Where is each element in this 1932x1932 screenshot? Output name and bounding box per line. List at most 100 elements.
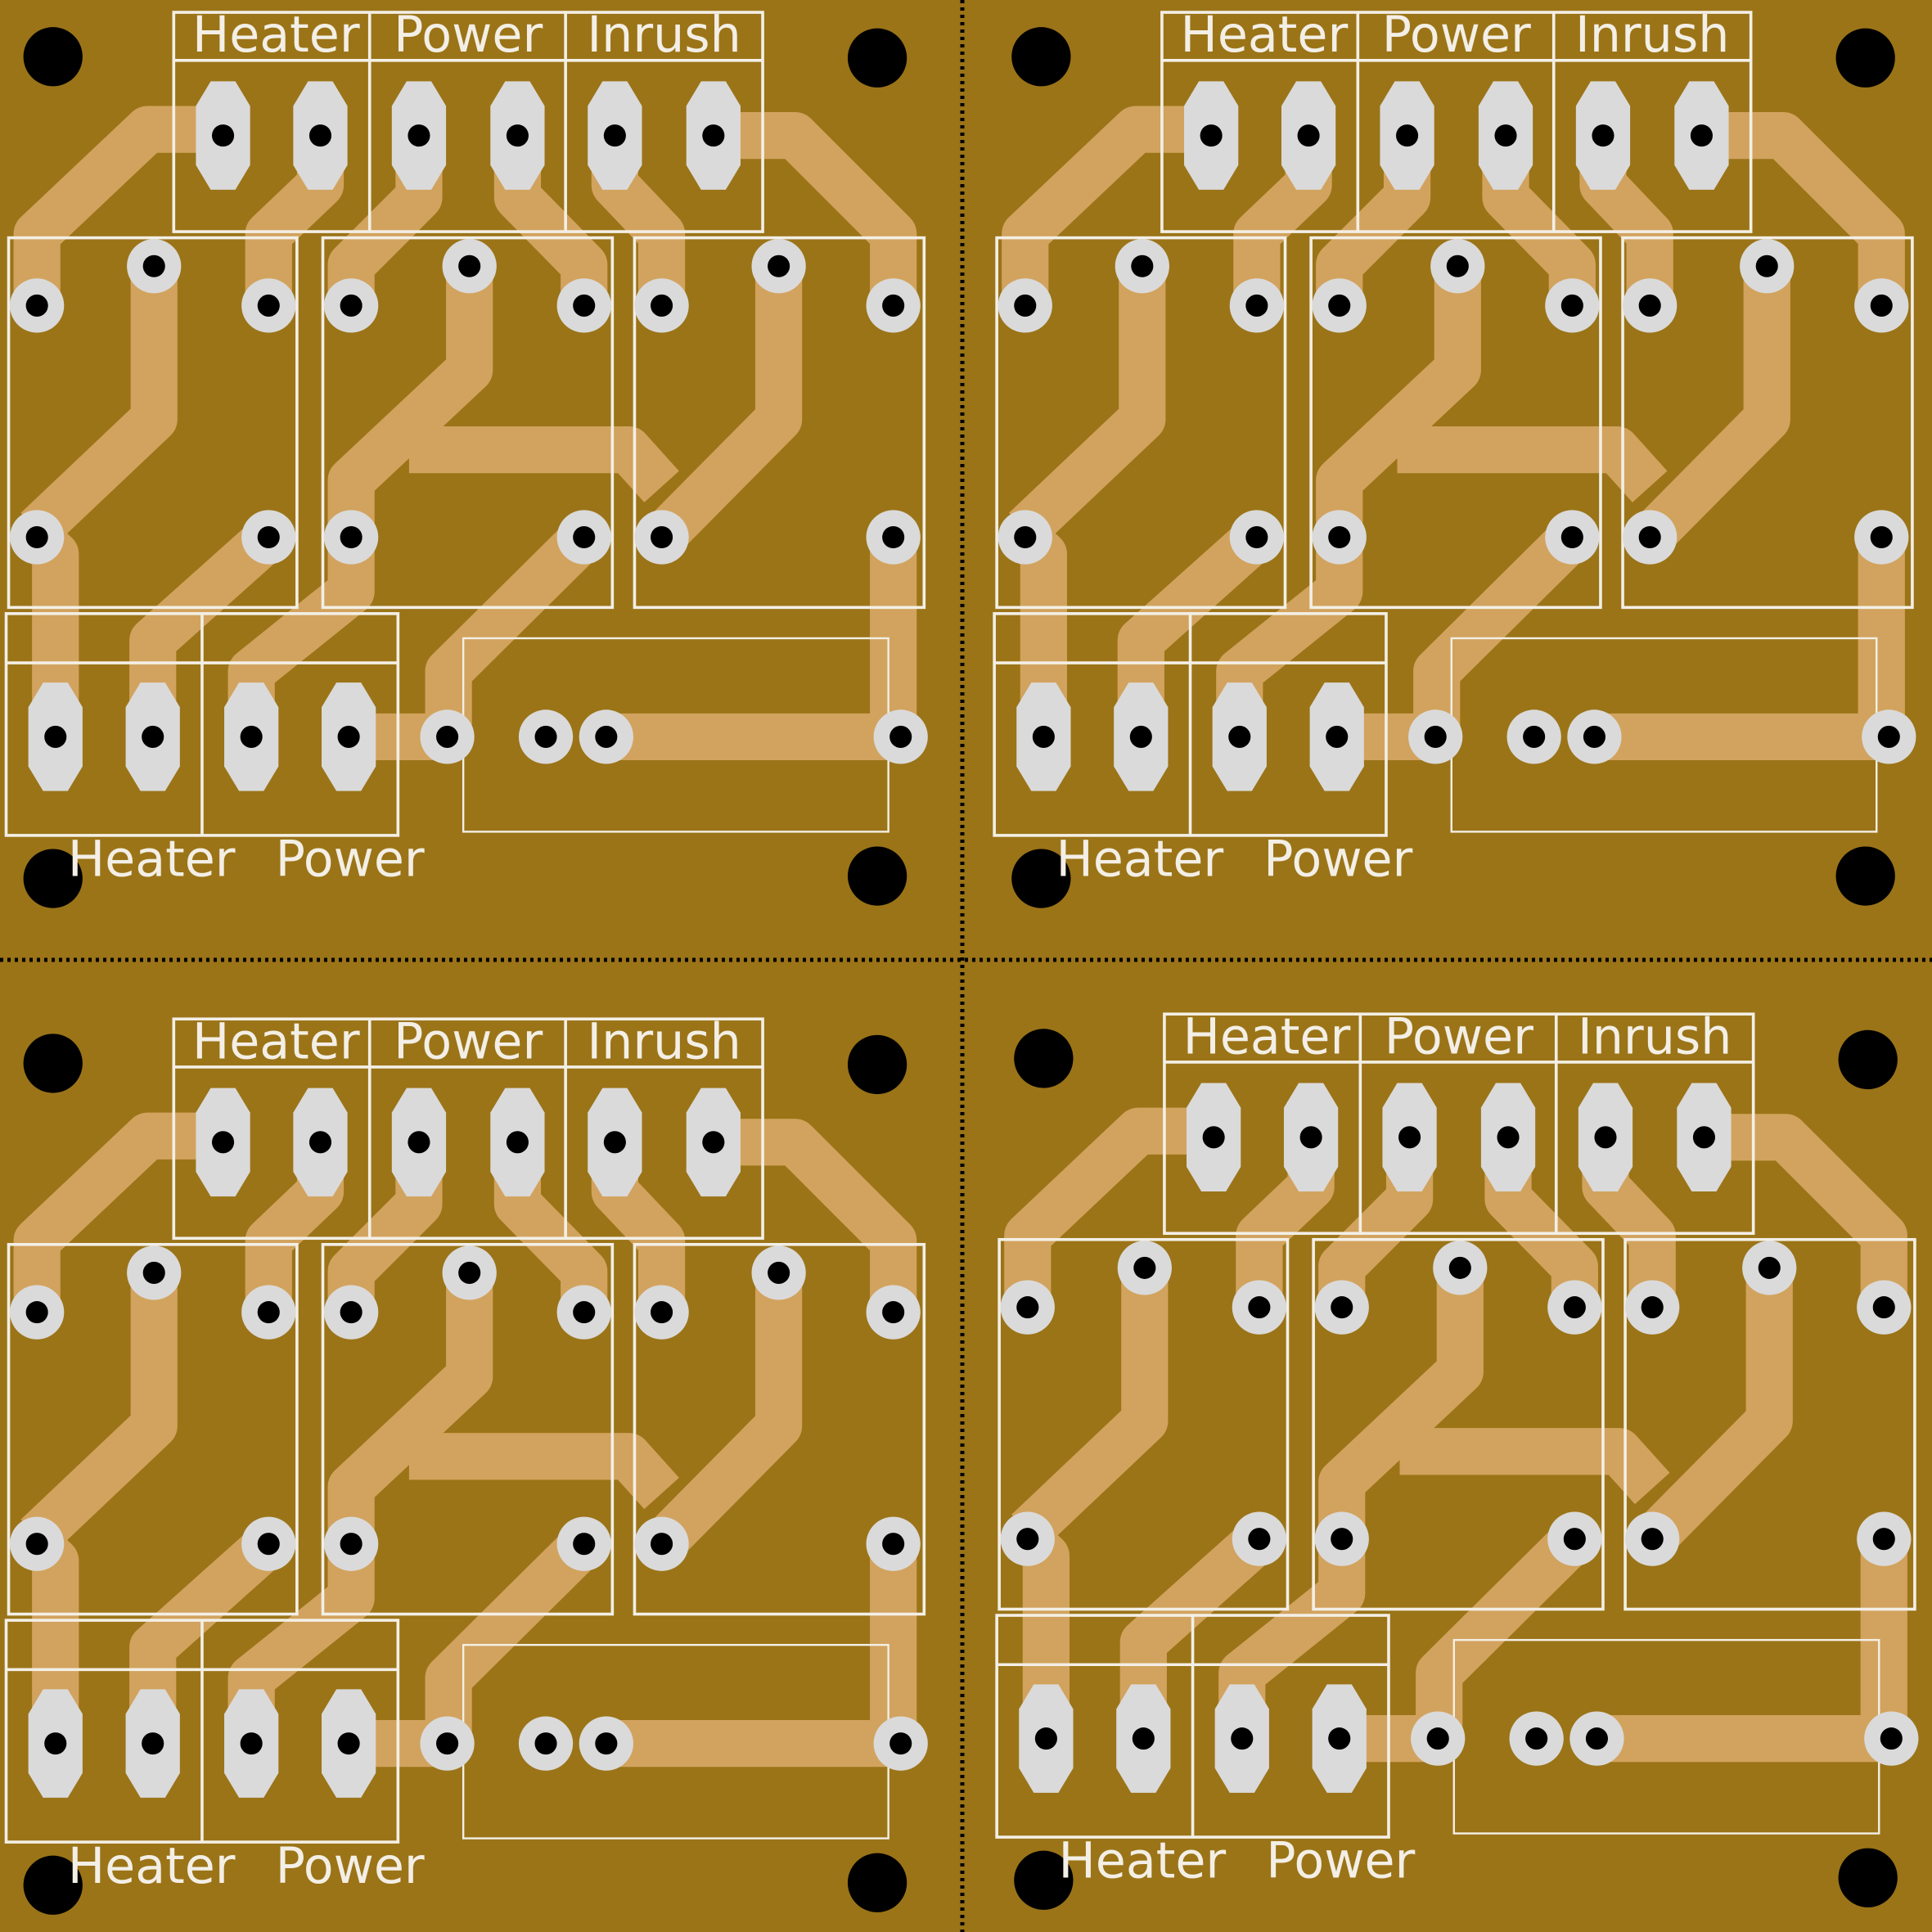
pad-drill-hole — [257, 294, 280, 317]
pad-drill-hole — [142, 725, 164, 748]
terminal-label-power: Power — [1382, 7, 1531, 64]
pad-drill-hole — [436, 725, 459, 748]
pad-drill-hole — [257, 525, 280, 549]
pad-drill-hole — [1872, 1296, 1895, 1319]
copper-trace — [1397, 426, 1668, 502]
copper-trace — [408, 1433, 679, 1510]
pad-drill-hole — [573, 294, 596, 317]
copper-trace — [1635, 1266, 1793, 1556]
pad-drill-hole — [337, 1732, 360, 1755]
terminal-label-power: Power — [394, 7, 543, 64]
mounting-hole — [23, 849, 83, 908]
terminal-label-inrush: Inrush — [587, 7, 741, 64]
pad-drill-hole — [1426, 1727, 1449, 1750]
mounting-hole — [847, 28, 907, 88]
pad-drill-hole — [340, 525, 363, 549]
pad-drill-hole — [1297, 124, 1320, 147]
pad-drill-hole — [1016, 1296, 1039, 1319]
pad-drill-hole — [1396, 124, 1419, 147]
pad-drill-hole — [1132, 1727, 1155, 1750]
silkscreen-layer — [993, 11, 1914, 837]
pad-drill-hole — [506, 1131, 529, 1154]
pad-drill-hole — [25, 294, 48, 317]
pad-drill-hole — [1585, 1727, 1608, 1750]
top-terminal-block-outline — [1160, 11, 1753, 233]
pad-drill-hole — [882, 294, 905, 317]
mounting-hole — [1835, 846, 1895, 906]
terminal-label-heater: Heater — [1183, 1008, 1351, 1065]
pad-drill-hole — [257, 1533, 280, 1556]
pad-drill-hole — [436, 1732, 459, 1755]
copper-trace — [327, 1271, 493, 1546]
pad-drill-hole — [1563, 1528, 1586, 1551]
terminal-label-inrush: Inrush — [1575, 7, 1729, 64]
pad-drill-hole — [1328, 294, 1351, 317]
pad-drill-hole — [1641, 1528, 1664, 1551]
pad-drill-hole — [240, 1732, 263, 1755]
pad-drill-hole — [25, 1301, 48, 1324]
pad-drill-hole — [1014, 525, 1037, 549]
relay-outline-right — [633, 1242, 926, 1616]
pad-drill-hole — [337, 725, 360, 748]
pad-drill-hole — [1034, 1727, 1057, 1750]
copper-trace — [713, 112, 917, 306]
pad-drill-hole — [308, 1131, 332, 1154]
terminal-label-heater: Heater — [192, 1013, 360, 1070]
pad-drill-hole — [603, 124, 626, 147]
pad-drill-hole — [1448, 1256, 1471, 1279]
mounting-hole — [23, 1855, 83, 1915]
silkscreen-layer — [4, 11, 926, 837]
pad-drill-hole — [651, 1533, 673, 1556]
copper-trace — [13, 106, 223, 306]
mounting-hole — [847, 1034, 907, 1095]
mounting-hole — [1838, 1029, 1898, 1090]
pad-drill-hole — [1032, 725, 1055, 748]
mounting-hole — [847, 1853, 907, 1912]
pad-drill-hole — [573, 1301, 596, 1324]
pad-drill-hole — [889, 1732, 912, 1755]
pad-drill-hole — [25, 1533, 48, 1556]
pad-drill-hole — [768, 254, 790, 277]
mounting-hole — [1014, 1850, 1074, 1910]
terminal-label-heater: Heater — [192, 7, 360, 64]
relay-outline-right — [633, 236, 926, 610]
relay-outline-left — [998, 1237, 1290, 1611]
copper-trace — [1633, 264, 1790, 554]
terminal-label-power: Power — [1263, 831, 1412, 889]
top-terminal-block-outline — [1163, 1012, 1755, 1236]
pad-drill-hole — [1245, 525, 1268, 549]
pad-drill-hole — [1299, 1126, 1322, 1149]
pad-drill-hole — [768, 1261, 790, 1284]
pad-drill-hole — [340, 294, 363, 317]
pad-drill-hole — [340, 1301, 363, 1324]
pad-drill-hole — [882, 1533, 905, 1556]
pad-drill-hole — [1328, 1727, 1351, 1750]
pad-drill-hole — [1592, 124, 1615, 147]
pad-drill-hole — [1692, 1126, 1715, 1149]
mounting-hole — [847, 846, 907, 906]
pad-drill-hole — [573, 525, 596, 549]
pad-drill-hole — [1016, 1528, 1039, 1551]
relay-outline-right — [1624, 1237, 1916, 1611]
pad-drill-hole — [142, 254, 165, 277]
pad-drill-hole — [1131, 254, 1154, 277]
mounting-hole — [1838, 1848, 1898, 1907]
terminal-label-heater: Heater — [68, 831, 236, 889]
terminal-label-heater: Heater — [1056, 831, 1223, 889]
copper-trace — [20, 264, 178, 547]
silkscreen-layer — [4, 1017, 926, 1844]
pad-drill-hole — [408, 124, 430, 147]
pad-drill-hole — [211, 124, 235, 147]
pad-drill-hole — [240, 725, 263, 748]
terminal-label-inrush: Inrush — [1578, 1008, 1732, 1065]
pad-drill-hole — [1129, 725, 1152, 748]
pad-drill-hole — [1583, 725, 1605, 748]
copper-trace — [1704, 1114, 1907, 1308]
pad-drill-hole — [1231, 1727, 1254, 1750]
pad-drill-hole — [1560, 525, 1583, 549]
